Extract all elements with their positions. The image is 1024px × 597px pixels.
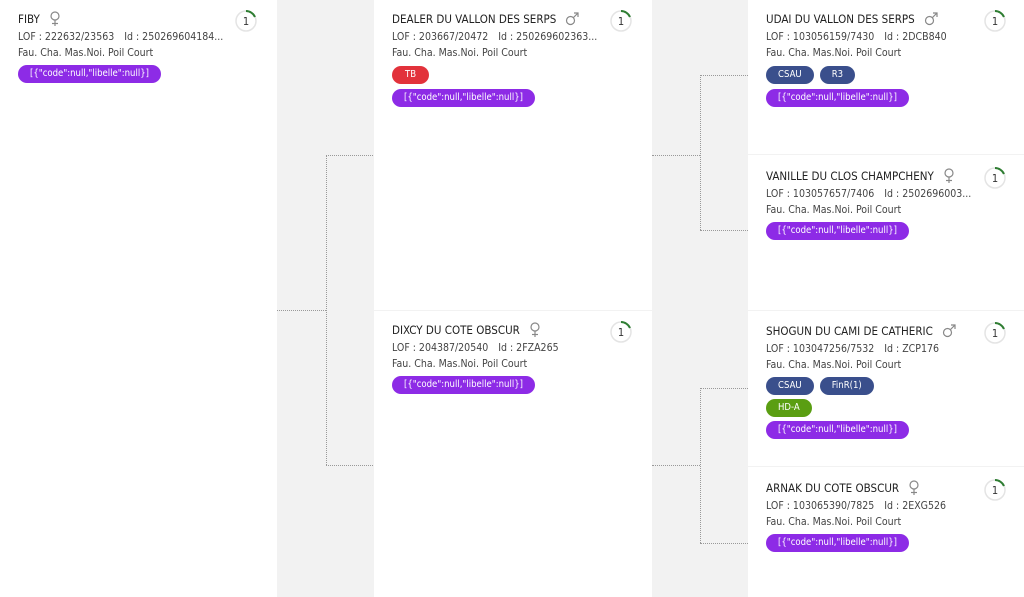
connector-parent2 <box>326 465 373 466</box>
parent-card-dam[interactable]: DIXCY DU COTE OBSCUR LOF : 204387/20540 I… <box>374 311 652 597</box>
health-badge: CSAU <box>766 377 814 395</box>
grandparent-card-3[interactable]: SHOGUN DU CAMI DE CATHERIC LOF : 1030472… <box>748 311 1024 466</box>
generation-indicator: 1 <box>984 167 1006 189</box>
tag-badge: [{"code":null,"libelle":null}] <box>18 65 161 83</box>
lof-number: LOF : 103056159/7430 <box>766 31 875 43</box>
animal-description: Fau. Cha. Mas.Noi. Poil Court <box>766 204 902 216</box>
lof-number: LOF : 103057657/7406 <box>766 188 875 200</box>
animal-description: Fau. Cha. Mas.Noi. Poil Court <box>392 358 528 370</box>
connector-gp1 <box>700 75 748 76</box>
connector-gp2 <box>700 230 748 231</box>
animal-name[interactable]: FIBY <box>18 12 40 26</box>
animal-id: Id : 2EXG526 <box>884 500 947 512</box>
animal-id: Id : 2FZA265 <box>498 342 559 354</box>
animal-name[interactable]: UDAI DU VALLON DES SERPS <box>766 12 915 26</box>
lof-number: LOF : 103065390/7825 <box>766 500 875 512</box>
generation-indicator: 1 <box>610 321 632 343</box>
tag-badge: [{"code":null,"libelle":null}] <box>392 89 535 107</box>
generation-indicator: 1 <box>984 322 1006 344</box>
animal-id: Id : ZCP176 <box>884 343 940 355</box>
female-icon <box>529 322 541 338</box>
generation-indicator: 1 <box>984 10 1006 32</box>
tag-badge: [{"code":null,"libelle":null}] <box>766 89 909 107</box>
tag-badge: [{"code":null,"libelle":null}] <box>766 534 909 552</box>
animal-description: Fau. Cha. Mas.Noi. Poil Court <box>766 47 902 59</box>
tag-badge: [{"code":null,"libelle":null}] <box>766 421 909 439</box>
connector-gp4 <box>700 543 748 544</box>
connector-p1-out <box>652 155 700 156</box>
grandparent-card-2[interactable]: VANILLE DU CLOS CHAMPCHENY LOF : 1030576… <box>748 155 1024 310</box>
tag-badge: [{"code":null,"libelle":null}] <box>392 376 535 394</box>
award-badge: TB <box>392 66 430 84</box>
lof-number: LOF : 103047256/7532 <box>766 343 875 355</box>
connector-p1-vertical <box>700 75 701 230</box>
subject-card[interactable]: FIBY LOF : 222632/23563 Id : 250269604184… <box>0 0 277 597</box>
lof-number: LOF : 222632/23563 <box>18 31 115 43</box>
animal-name[interactable]: DIXCY DU COTE OBSCUR <box>392 323 520 337</box>
connector-subject <box>277 310 326 311</box>
generation-indicator: 1 <box>610 10 632 32</box>
generation-indicator: 1 <box>235 10 257 32</box>
male-icon <box>565 12 579 26</box>
parent-card-sire[interactable]: DEALER DU VALLON DES SERPS LOF : 203667/… <box>374 0 652 310</box>
animal-id: Id : 2DCB840 <box>884 31 947 43</box>
animal-name[interactable]: VANILLE DU CLOS CHAMPCHENY <box>766 169 934 183</box>
animal-id: Id : 2502696003... <box>884 188 972 200</box>
male-icon <box>924 12 938 26</box>
lof-number: LOF : 203667/20472 <box>392 31 489 43</box>
generation-indicator: 1 <box>984 479 1006 501</box>
female-icon <box>49 11 61 27</box>
connector-parent1 <box>326 155 373 156</box>
connector-p2-out <box>652 465 700 466</box>
animal-name[interactable]: DEALER DU VALLON DES SERPS <box>392 12 557 26</box>
health-badge: FinR(1) <box>819 377 874 395</box>
animal-description: Fau. Cha. Mas.Noi. Poil Court <box>18 47 154 59</box>
male-icon <box>942 324 956 338</box>
connector-gp3 <box>700 388 748 389</box>
tag-badge: [{"code":null,"libelle":null}] <box>766 222 909 240</box>
health-badge: CSAU <box>766 66 814 84</box>
animal-name[interactable]: SHOGUN DU CAMI DE CATHERIC <box>766 324 933 338</box>
animal-description: Fau. Cha. Mas.Noi. Poil Court <box>392 47 528 59</box>
animal-description: Fau. Cha. Mas.Noi. Poil Court <box>766 359 902 371</box>
animal-name[interactable]: ARNAK DU COTE OBSCUR <box>766 481 900 495</box>
connector-parents-vertical <box>326 155 327 465</box>
connector-p2-vertical <box>700 388 701 543</box>
grandparent-card-4[interactable]: ARNAK DU COTE OBSCUR LOF : 103065390/782… <box>748 467 1024 597</box>
animal-id: Id : 250269602363... <box>498 31 598 43</box>
female-icon <box>908 480 920 496</box>
animal-id: Id : 250269604184... <box>124 31 224 43</box>
female-icon <box>943 168 955 184</box>
grandparent-card-1[interactable]: UDAI DU VALLON DES SERPS LOF : 103056159… <box>748 0 1024 154</box>
hip-badge: HD-A <box>766 399 812 417</box>
lof-number: LOF : 204387/20540 <box>392 342 489 354</box>
health-badge: R3 <box>819 66 856 84</box>
animal-description: Fau. Cha. Mas.Noi. Poil Court <box>766 516 902 528</box>
